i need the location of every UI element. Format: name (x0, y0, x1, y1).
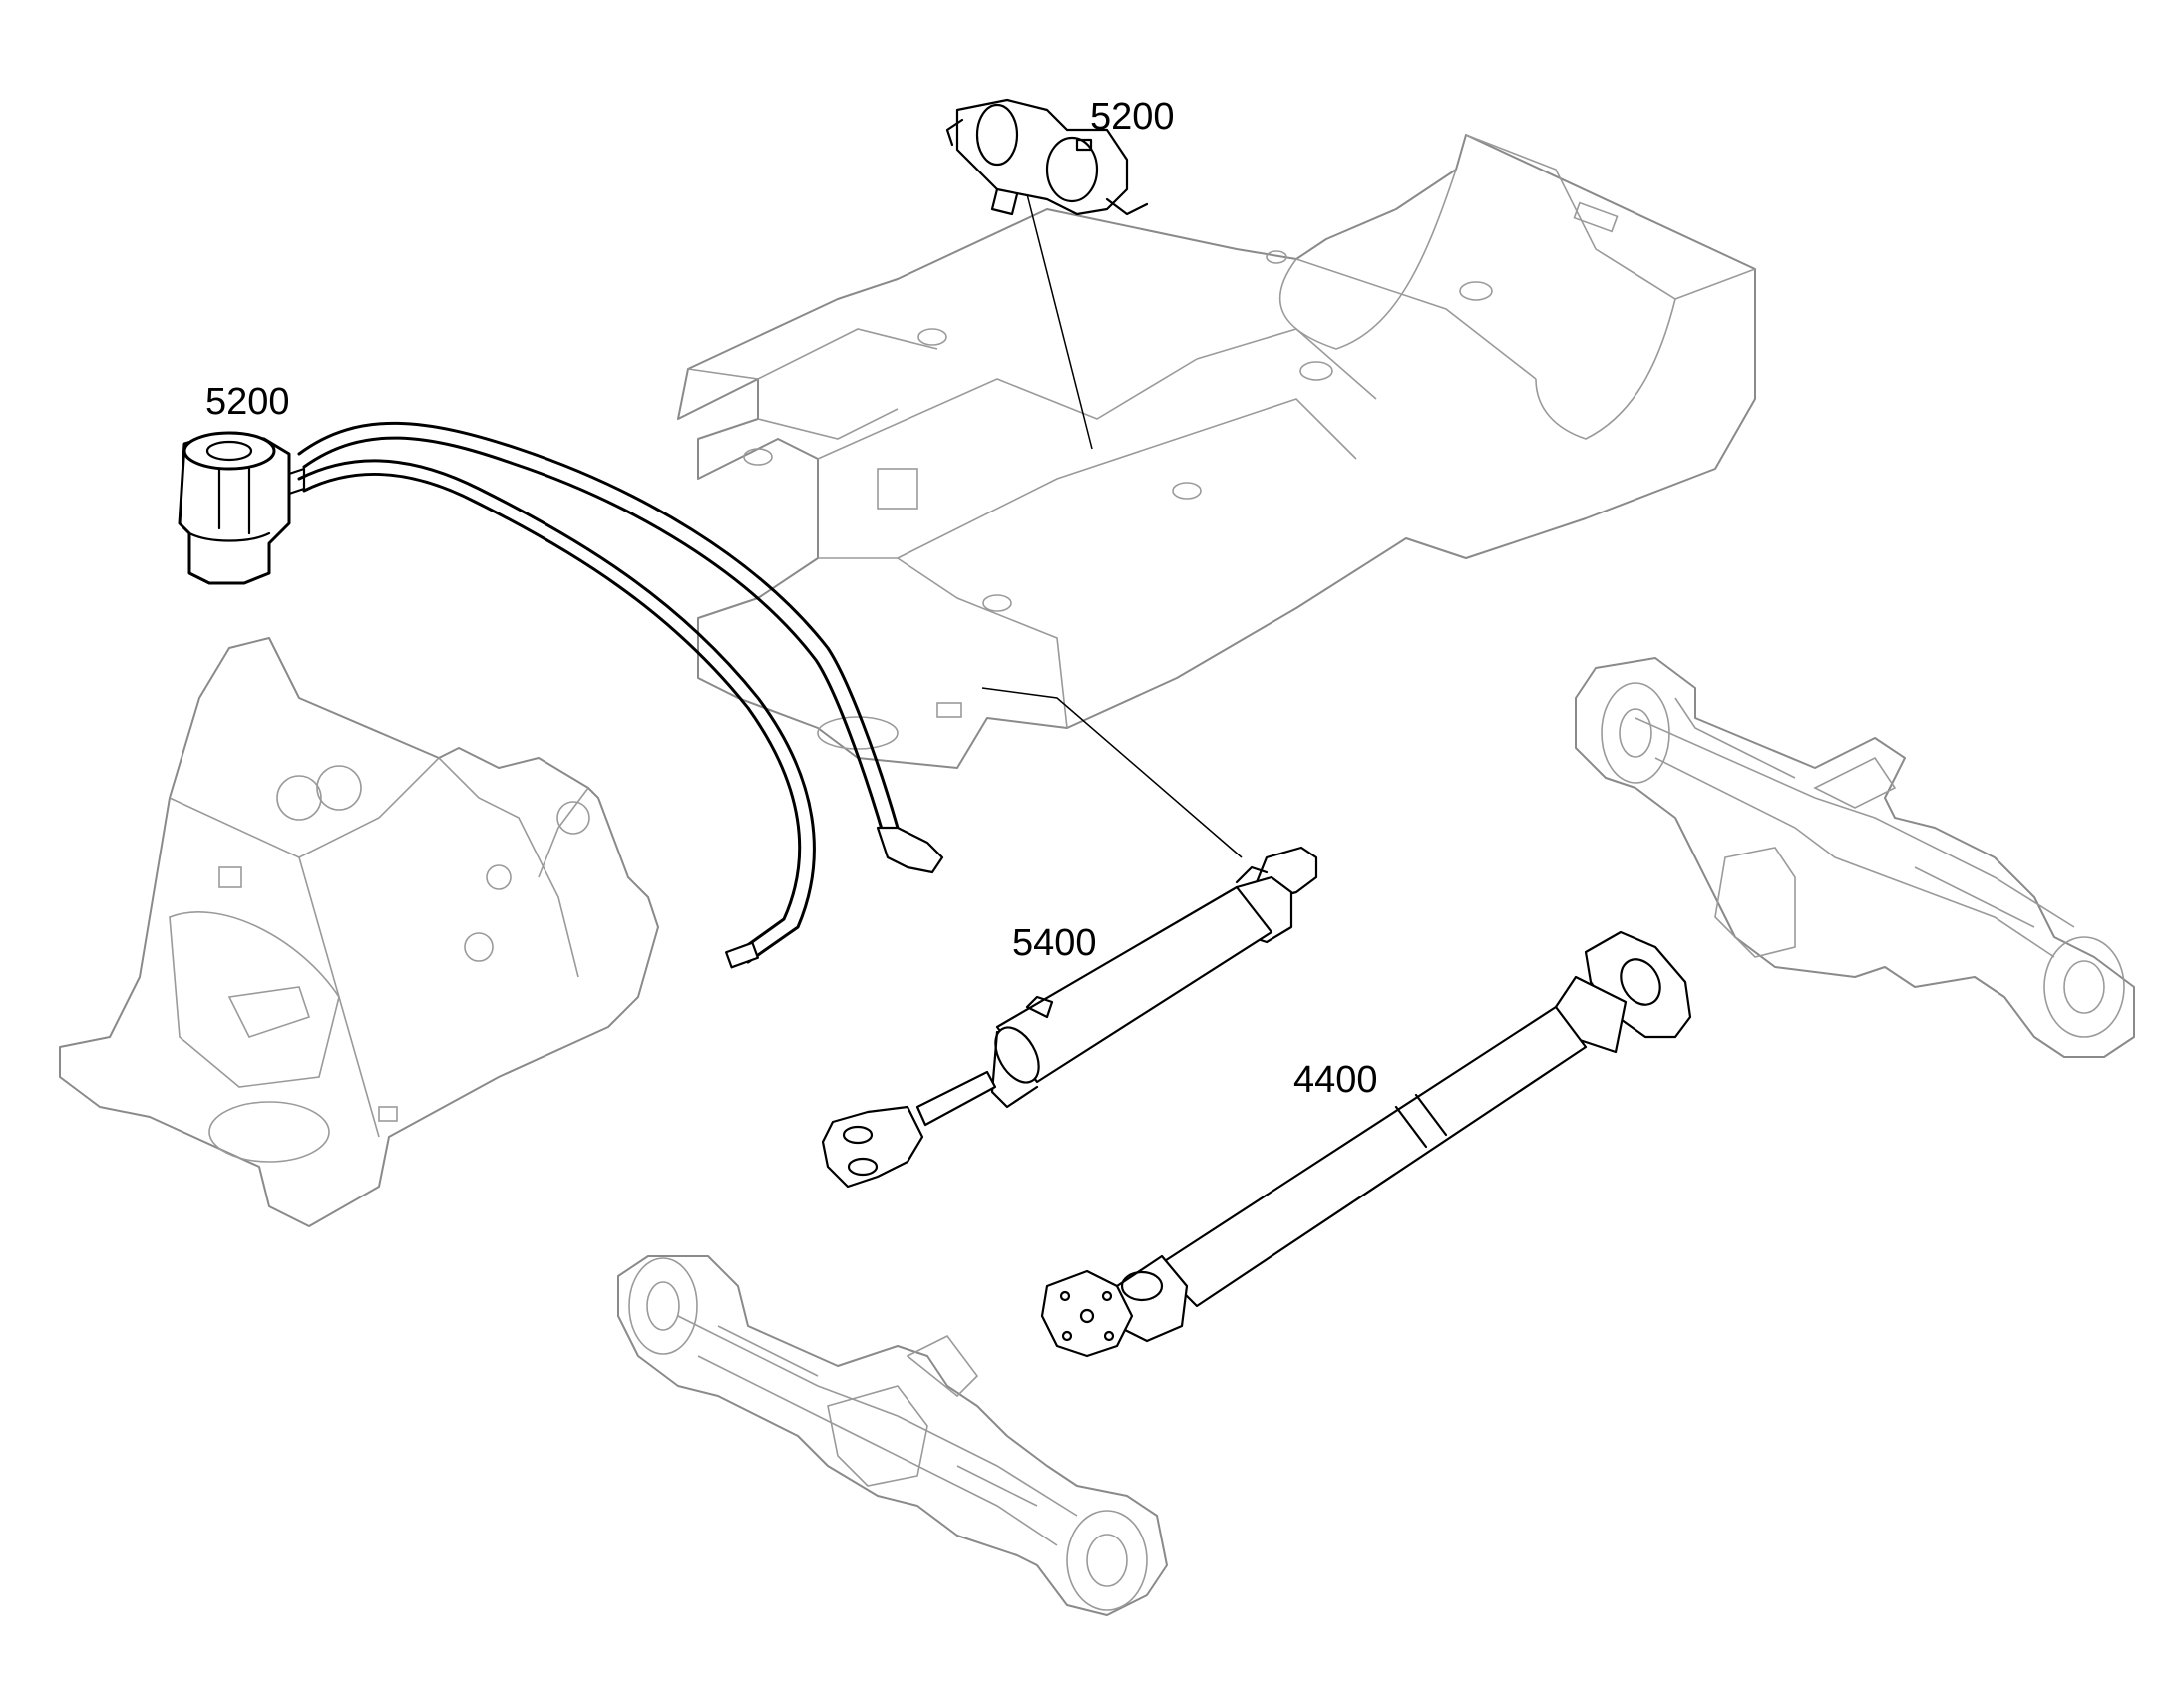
rear-frame (677, 134, 1756, 769)
callout-5400-cylinder: 5400 (1012, 922, 1097, 964)
steering-unit-5200 (178, 431, 306, 585)
callout-5200-steering-unit: 5200 (205, 381, 290, 423)
hydraulic-hoses (297, 421, 944, 969)
callout-4400-drive-shaft: 4400 (1293, 1059, 1378, 1101)
front-axle (617, 1255, 1168, 1616)
drive-shaft-4400 (1040, 930, 1692, 1358)
steering-cylinder-5400 (821, 846, 1318, 1189)
leader-cylinder (981, 687, 1243, 858)
callout-5200-valve: 5200 (1090, 96, 1175, 138)
front-frame (59, 637, 659, 1227)
leader-valve (1026, 193, 1093, 450)
leader-lines (981, 193, 1243, 858)
steering-valve-5200 (945, 98, 1149, 216)
rear-axle (1575, 657, 2135, 1058)
